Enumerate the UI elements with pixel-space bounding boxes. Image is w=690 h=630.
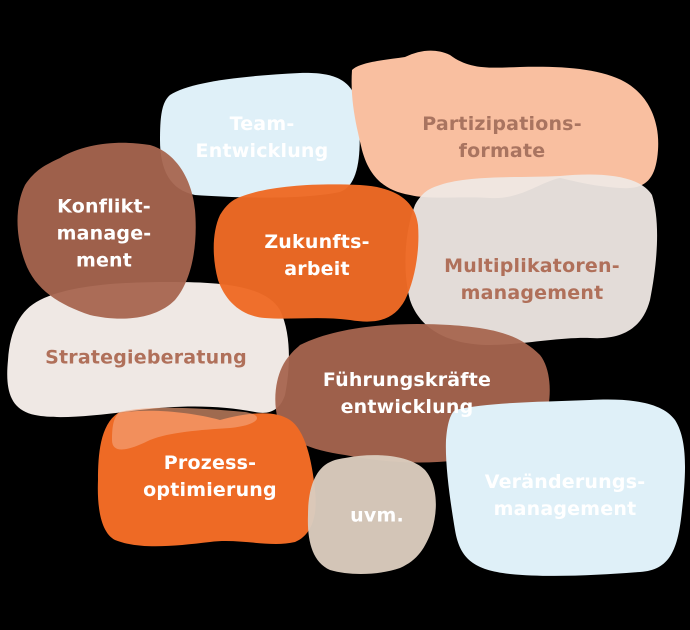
topic-partizipationsformate: Partizipations- formate <box>422 111 582 165</box>
blob-prozess-peach-overlay <box>112 407 257 450</box>
topic-uvm: uvm. <box>350 503 404 530</box>
blob-veraenderungsmanagement <box>445 399 686 576</box>
blob-multiplikatorenmanagement <box>405 174 658 345</box>
blob-strategieberatung <box>7 282 289 418</box>
blob-partizipationsformate <box>351 50 659 199</box>
topic-line: Strategieberatung <box>45 346 247 369</box>
blob-uvm <box>307 455 436 574</box>
topic-line: Veränderungs- <box>484 471 646 493</box>
topic-line: optimierung <box>143 479 277 501</box>
topic-line: Partizipations- <box>422 113 582 135</box>
topic-team-entwicklung: Team- Entwicklung <box>196 111 329 165</box>
topic-line: Konflikt- <box>57 195 151 218</box>
topic-line: Prozess- <box>163 452 257 474</box>
topic-prozessoptimierung: Prozess- optimierung <box>143 450 277 504</box>
topic-line: entwicklung <box>340 396 474 418</box>
blob-team-entwicklung <box>160 72 360 198</box>
topic-strategieberatung: Strategieberatung <box>45 345 247 372</box>
topic-line: Führungskräfte <box>322 369 492 391</box>
topic-line: Entwicklung <box>195 140 329 162</box>
blob-prozessoptimierung <box>97 410 316 547</box>
topic-line: uvm. <box>350 504 404 527</box>
topic-konfliktmanagement: Konflikt- manage- ment <box>57 194 152 275</box>
blob-konfliktmanagement <box>17 142 196 319</box>
topic-line: arbeit <box>284 258 350 280</box>
topic-line: manage- <box>56 222 152 245</box>
topic-veraenderungsmanagement: Veränderungs- management <box>485 469 646 523</box>
topic-zukunftsarbeit: Zukunfts- arbeit <box>264 229 369 283</box>
topic-line: formate <box>458 140 546 162</box>
topic-line: management <box>460 282 604 304</box>
topic-line: ment <box>75 249 133 272</box>
topic-multiplikatorenmanagement: Multiplikatoren- management <box>444 253 620 307</box>
topic-line: Multiplikatoren- <box>444 255 620 277</box>
blob-zukunftsarbeit <box>213 184 419 322</box>
topic-line: management <box>493 498 637 520</box>
topic-fuehrungskraefteentwicklung: Führungskräfte entwicklung <box>323 367 491 421</box>
topic-line: Team- <box>229 113 295 135</box>
topic-line: Zukunfts- <box>264 231 370 253</box>
